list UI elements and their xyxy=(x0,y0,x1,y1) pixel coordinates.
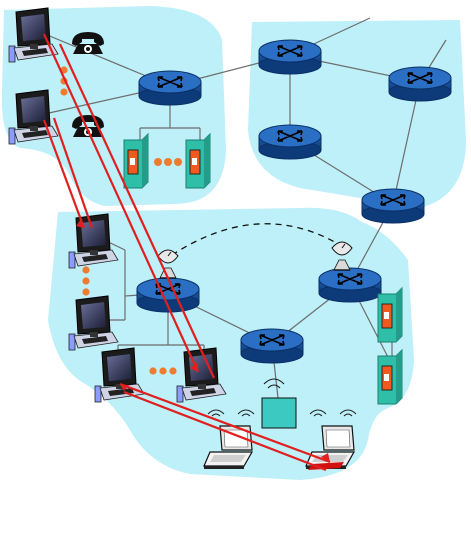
servers-ellipsis xyxy=(154,158,182,166)
end-to-end-paths xyxy=(42,33,331,472)
campus-server-2 xyxy=(377,349,403,405)
lan-hosts-ellipsis xyxy=(149,367,177,375)
router-core-right xyxy=(388,66,452,102)
router-core-top xyxy=(258,39,322,75)
campus-hosts-ellipsis xyxy=(82,266,90,296)
router-core-middle xyxy=(258,124,322,160)
router-home-edge xyxy=(138,70,202,106)
laptop-highlight xyxy=(308,462,344,470)
server-icon xyxy=(123,133,149,189)
path-arrowheads xyxy=(76,219,330,462)
satellite-link xyxy=(171,223,341,256)
wireless-access-point-icon xyxy=(261,378,297,429)
campus-server-1 xyxy=(377,287,403,343)
router-campus-center xyxy=(240,328,304,364)
router-campus-right xyxy=(318,267,382,303)
server-icon-2 xyxy=(185,133,211,189)
router-core-bottom xyxy=(361,188,425,224)
